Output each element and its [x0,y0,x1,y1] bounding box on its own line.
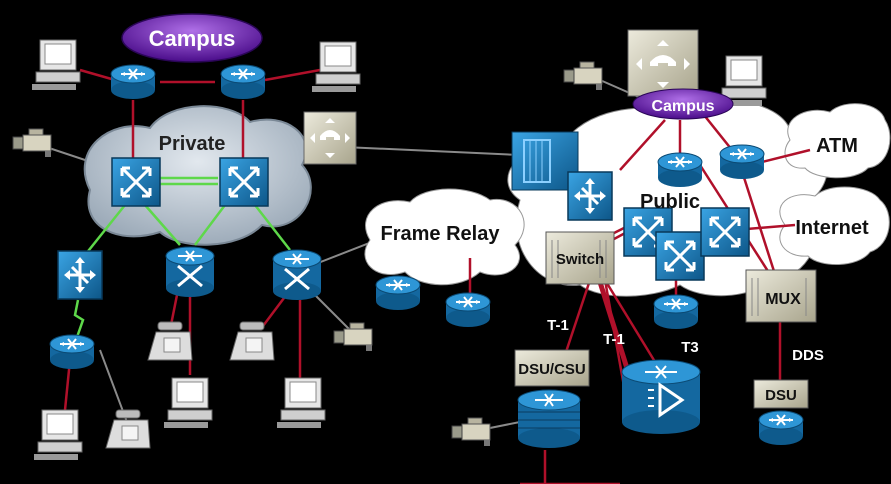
dsu-device[interactable]: DSU [753,379,809,409]
phone-icon-2 [229,321,275,361]
camera-icon-3 [563,61,603,91]
router-t3[interactable] [621,359,701,434]
dsu-csu-label: DSU/CSU [518,361,586,378]
pc-icon-2[interactable] [311,41,361,93]
mux-device[interactable]: MUX [745,269,817,323]
phone-icon-1 [147,321,193,361]
atm-switch-private-1[interactable] [110,156,162,208]
carrier-switch[interactable]: Switch [545,231,615,285]
camera-icon-4 [451,417,491,447]
campus-right[interactable]: Campus [632,88,734,120]
pc-icon-4[interactable] [276,377,326,429]
dsu-label: DSU [765,387,797,404]
router-public-2[interactable] [719,144,765,180]
frame-relay-label: Frame Relay [381,223,501,245]
dsu-csu-device[interactable]: DSU/CSU [514,349,590,387]
atm-cloud [784,103,891,179]
router-public-3[interactable] [653,294,699,330]
dds-label: DDS [792,347,824,364]
router-stack-bottom[interactable] [517,389,581,448]
private-cloud [83,105,312,246]
multilayer-switch-public[interactable] [566,170,614,222]
public-cloud-label: Public [640,191,700,213]
pc-icon-1[interactable] [31,39,81,91]
router-campus-left-1[interactable] [110,64,156,100]
voice-gateway-top-right[interactable] [627,29,699,97]
campus-right-label: Campus [651,98,714,115]
router-public-1[interactable] [657,152,703,188]
private-cloud-label: Private [159,133,226,155]
pc-icon-5[interactable] [33,409,83,461]
router-frame-relay-2[interactable] [445,292,491,328]
green-links [73,176,291,341]
campus-left[interactable]: Campus [121,13,263,63]
router-campus-left-2[interactable] [220,64,266,100]
router-branch-left[interactable] [49,334,95,370]
frame-relay-cloud [364,188,525,286]
router-switch-2[interactable] [271,248,323,302]
router-frame-relay-1[interactable] [375,275,421,311]
router-switch-1[interactable] [164,245,216,299]
atm-cloud-label: ATM [816,135,858,157]
t3-label: T3 [681,339,699,356]
router-dds[interactable] [758,410,804,446]
camera-icon-1 [12,128,52,158]
switch-label: Switch [556,251,604,268]
atm-switch-private-2[interactable] [218,156,270,208]
internet-cloud-label: Internet [795,217,869,239]
multilayer-switch-left[interactable] [56,249,104,301]
pc-icon-3[interactable] [163,377,213,429]
atm-switch-public-3[interactable] [699,206,751,258]
campus-left-label: Campus [149,26,236,51]
mux-label: MUX [765,291,801,308]
t1-left-label: T-1 [547,317,569,334]
t1-right-label: T-1 [603,331,625,348]
internet-cloud [779,186,890,266]
voice-gateway-icon[interactable] [303,111,357,165]
lan-switch-blue[interactable] [511,131,579,191]
camera-icon-2 [333,322,373,352]
atm-switch-public-2[interactable] [654,230,706,282]
phone-icon-3 [105,409,151,449]
